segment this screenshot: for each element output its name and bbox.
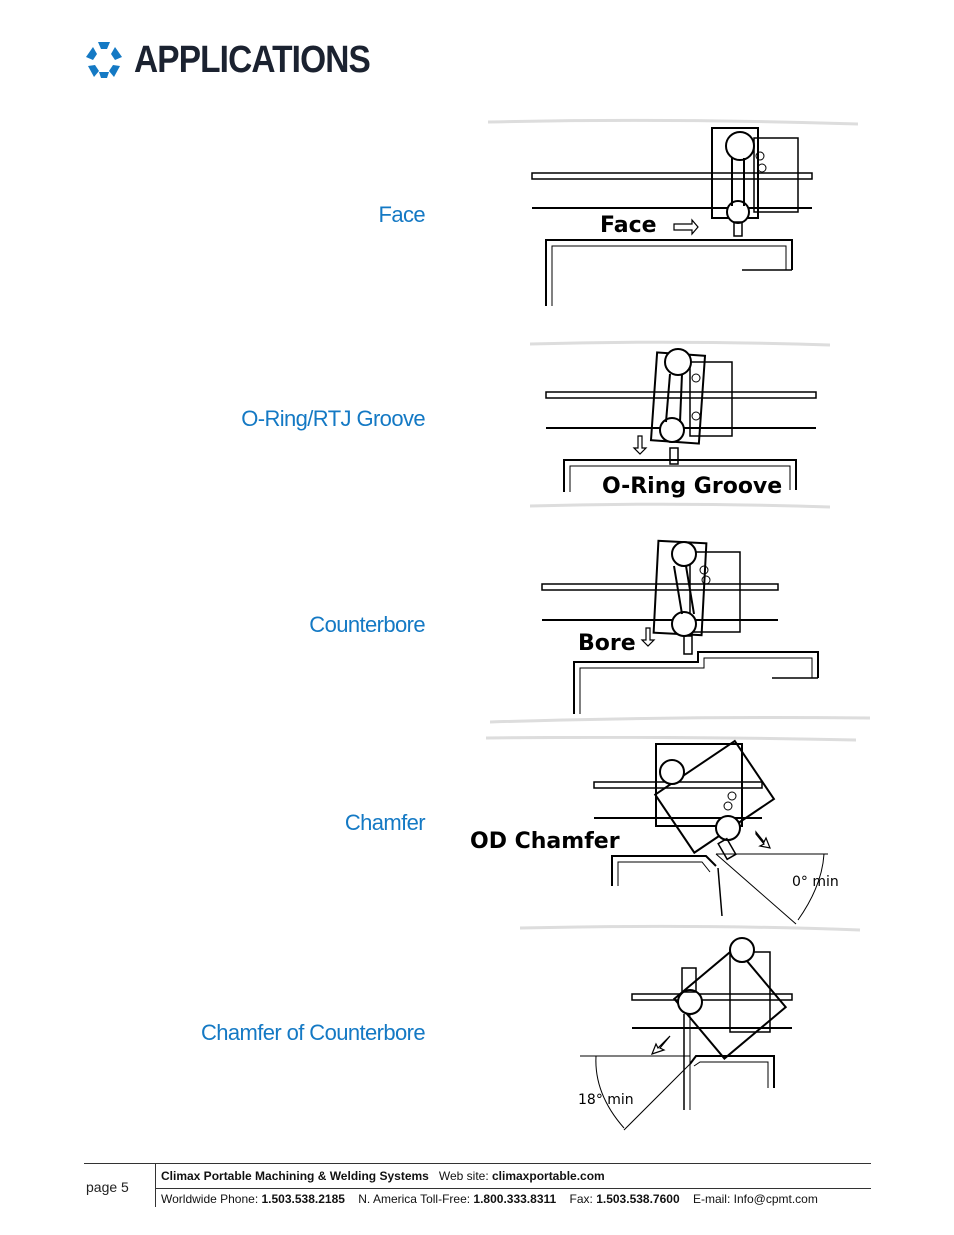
climax-star-logo-icon [86, 42, 122, 78]
website-link[interactable]: climaxportable.com [492, 1169, 605, 1183]
face-diagram-caption: Face [600, 213, 657, 238]
od-chamfer-caption: OD Chamfer [470, 829, 620, 854]
counterbore-chamfer-angle-note: 18° min [578, 1092, 634, 1108]
tollfree-number: 1.800.333.8311 [473, 1192, 560, 1206]
fax-number: 1.503.538.7600 [596, 1192, 683, 1206]
page-title: APPLICATIONS [134, 38, 371, 81]
company-name: Climax Portable Machining & Welding Syst… [161, 1169, 433, 1183]
footer-mid-rule [156, 1188, 871, 1189]
label-face: Face [378, 202, 425, 227]
face-diagram: Face [488, 118, 858, 318]
website-label: Web site: [438, 1169, 492, 1183]
bore-diagram-caption: Bore [578, 631, 636, 656]
tollfree-label: N. America Toll-Free: [358, 1192, 474, 1206]
label-counterbore: Counterbore [309, 612, 425, 637]
oring-diagram-caption: O-Ring Groove [602, 474, 782, 499]
page-number: page 5 [86, 1179, 129, 1195]
chamfer-angle-note: 0° min [792, 874, 839, 890]
footer-top-rule [84, 1163, 871, 1164]
footer-contact-line: Worldwide Phone: 1.503.538.2185 N. Ameri… [161, 1192, 818, 1206]
chamfer-of-counterbore-diagram: 18° min [520, 924, 880, 1144]
footer-divider [155, 1163, 156, 1207]
oring-groove-diagram: O-Ring Groove [530, 340, 830, 510]
page-header: APPLICATIONS [84, 38, 402, 82]
fax-label: Fax: [569, 1192, 597, 1206]
email-label: E-mail: [692, 1192, 734, 1206]
phone-number: 1.503.538.2185 [261, 1192, 349, 1206]
label-chamfer: Chamfer [344, 810, 426, 835]
page-footer: page 5 Climax Portable Machining & Weldi… [84, 1163, 871, 1207]
chamfer-diagram: OD Chamfer 0° min [466, 736, 866, 932]
label-oring-groove: O-Ring/RTJ Groove [241, 406, 425, 431]
counterbore-diagram: Bore [490, 538, 870, 724]
email-link[interactable]: Info@cpmt.com [733, 1192, 818, 1206]
footer-company-line: Climax Portable Machining & Welding Syst… [161, 1169, 605, 1183]
phone-label: Worldwide Phone: [161, 1192, 262, 1206]
label-chamfer-of-counterbore: Chamfer of Counterbore [200, 1020, 426, 1045]
